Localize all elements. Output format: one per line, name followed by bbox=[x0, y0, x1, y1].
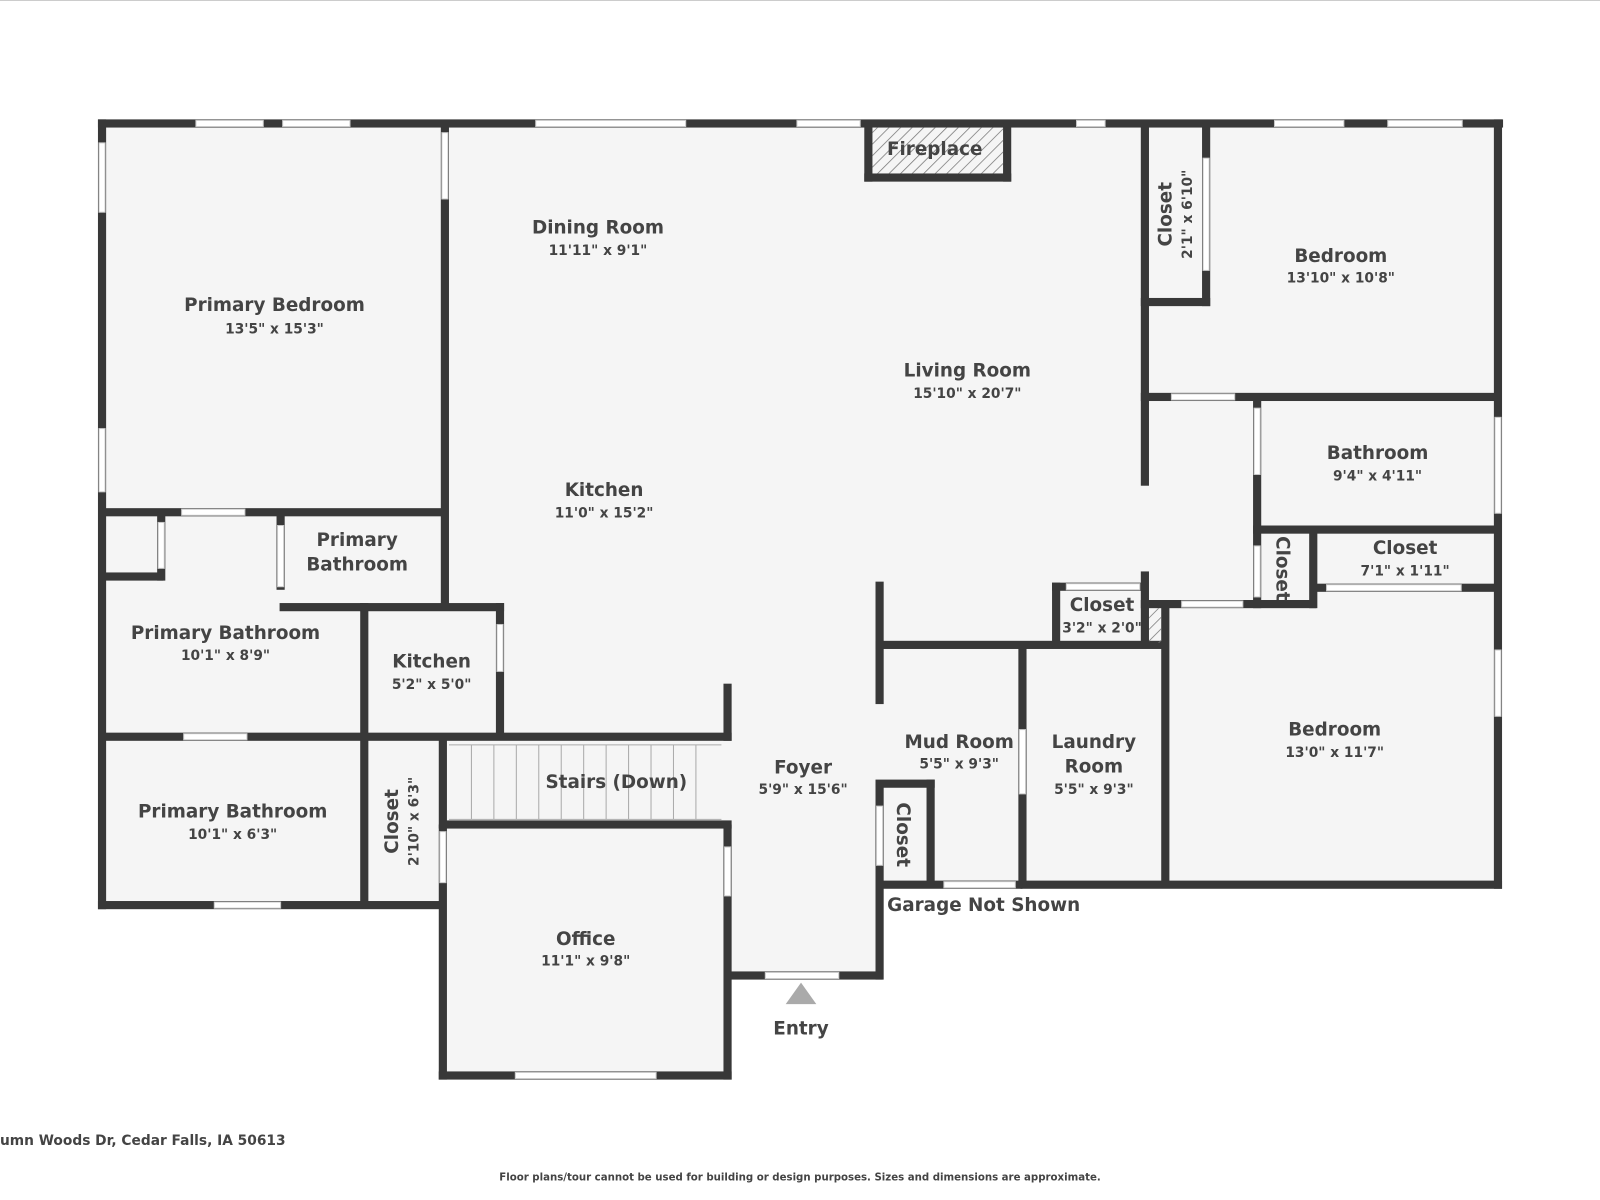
room-dims: 13'5" x 15'3" bbox=[225, 322, 324, 338]
windows bbox=[98, 119, 1502, 1080]
room-foyer: Foyer 5'9" x 15'6" bbox=[758, 757, 847, 797]
floor-area bbox=[102, 123, 1498, 1077]
room-dims: 11'1" x 9'8" bbox=[541, 953, 630, 969]
room-name: Closet bbox=[892, 802, 913, 867]
room-dims: 5'5" x 9'3" bbox=[1054, 782, 1134, 798]
room-primary-bathroom-small: Primary Bathroom bbox=[306, 530, 408, 575]
room-name-line2: Bathroom bbox=[306, 554, 408, 575]
room-name: Kitchen bbox=[392, 651, 471, 672]
room-kitchen-small: Kitchen 5'2" x 5'0" bbox=[392, 651, 472, 692]
room-name: Dining Room bbox=[532, 218, 664, 239]
room-primary-bathroom-1: Primary Bathroom 10'1" x 8'9" bbox=[131, 623, 320, 664]
room-closet-small: Closet 3'2" x 2'0" bbox=[1062, 595, 1142, 636]
room-name: Closet bbox=[1070, 595, 1135, 616]
entry-label: Entry bbox=[773, 1019, 828, 1040]
room-dining-room: Dining Room 11'11" x 9'1" bbox=[532, 218, 664, 259]
room-primary-bedroom: Primary Bedroom 13'5" x 15'3" bbox=[184, 295, 365, 337]
room-dims: 5'9" x 15'6" bbox=[758, 782, 847, 798]
room-bedroom-bottom: Bedroom 13'0" x 11'7" bbox=[1285, 720, 1384, 761]
room-name: Bathroom bbox=[1327, 443, 1429, 464]
room-dims: 11'11" x 9'1" bbox=[549, 243, 648, 259]
room-name: Office bbox=[556, 929, 615, 950]
room-dims: 5'5" x 9'3" bbox=[919, 756, 999, 772]
room-bedroom-top: Bedroom 13'10" x 10'8" bbox=[1287, 246, 1395, 286]
room-name-line1: Primary bbox=[316, 530, 397, 551]
room-dims: 10'1" x 6'3" bbox=[188, 827, 277, 843]
entry-arrow-icon bbox=[785, 982, 817, 1005]
room-name: Closet bbox=[1155, 182, 1176, 247]
room-name: Stairs (Down) bbox=[545, 772, 687, 793]
room-mud-room: Mud Room 5'5" x 9'3" bbox=[904, 732, 1013, 772]
room-closet-right: Closet 7'1" x 1'11" bbox=[1361, 538, 1450, 579]
room-kitchen: Kitchen 11'0" x 15'2" bbox=[555, 480, 654, 521]
room-closet-top: Closet 2'1" x 6'10" bbox=[1155, 170, 1195, 259]
address: umn Woods Dr, Cedar Falls, IA 50613 bbox=[0, 1133, 286, 1149]
room-name: Primary Bedroom bbox=[184, 295, 365, 316]
room-name: Bedroom bbox=[1288, 720, 1381, 741]
room-laundry-room: Laundry Room 5'5" x 9'3" bbox=[1052, 732, 1136, 798]
room-closet-vertical: Closet bbox=[1272, 536, 1293, 601]
chase-hatch bbox=[1148, 608, 1162, 643]
room-dims: 2'10" x 6'3" bbox=[406, 777, 422, 866]
room-name: Closet bbox=[1373, 538, 1438, 559]
room-name: Foyer bbox=[774, 757, 832, 778]
room-name: Bedroom bbox=[1294, 246, 1387, 267]
room-dims: 10'1" x 8'9" bbox=[181, 648, 270, 664]
room-name-line2: Room bbox=[1065, 756, 1123, 777]
room-name-line1: Laundry bbox=[1052, 732, 1136, 753]
fireplace-hearth bbox=[872, 127, 1004, 174]
room-name: Primary Bathroom bbox=[131, 623, 320, 644]
room-dims: 5'2" x 5'0" bbox=[392, 677, 472, 693]
room-closet-left: Closet 2'10" x 6'3" bbox=[382, 777, 422, 866]
room-name: Closet bbox=[382, 789, 403, 854]
room-name: Living Room bbox=[904, 361, 1031, 382]
room-name: Kitchen bbox=[565, 480, 644, 501]
room-bathroom: Bathroom 9'4" x 4'11" bbox=[1327, 443, 1429, 484]
room-name: Closet bbox=[1272, 536, 1293, 601]
room-office: Office 11'1" x 9'8" bbox=[541, 929, 630, 969]
room-dims: 11'0" x 15'2" bbox=[555, 505, 654, 521]
room-name: Primary Bathroom bbox=[138, 801, 327, 822]
room-closet-mudroom: Closet bbox=[892, 802, 913, 867]
room-dims: 13'10" x 10'8" bbox=[1287, 271, 1395, 287]
room-dims: 9'4" x 4'11" bbox=[1333, 469, 1422, 485]
stairs-treads bbox=[448, 744, 722, 820]
room-dims: 15'10" x 20'7" bbox=[913, 386, 1021, 402]
garage-note: Garage Not Shown bbox=[887, 895, 1080, 916]
room-primary-bathroom-2: Primary Bathroom 10'1" x 6'3" bbox=[138, 801, 327, 842]
room-name: Mud Room bbox=[904, 732, 1013, 753]
room-dims: 3'2" x 2'0" bbox=[1062, 621, 1142, 637]
room-stairs: Stairs (Down) bbox=[545, 772, 687, 793]
fireplace-label: Fireplace bbox=[887, 139, 983, 160]
disclaimer: Floor plans/tour cannot be used for buil… bbox=[499, 1173, 1100, 1184]
room-dims: 13'0" x 11'7" bbox=[1285, 745, 1384, 761]
room-dims: 2'1" x 6'10" bbox=[1180, 170, 1196, 259]
room-dims: 7'1" x 1'11" bbox=[1361, 564, 1450, 580]
room-living-room: Living Room 15'10" x 20'7" bbox=[904, 361, 1031, 402]
